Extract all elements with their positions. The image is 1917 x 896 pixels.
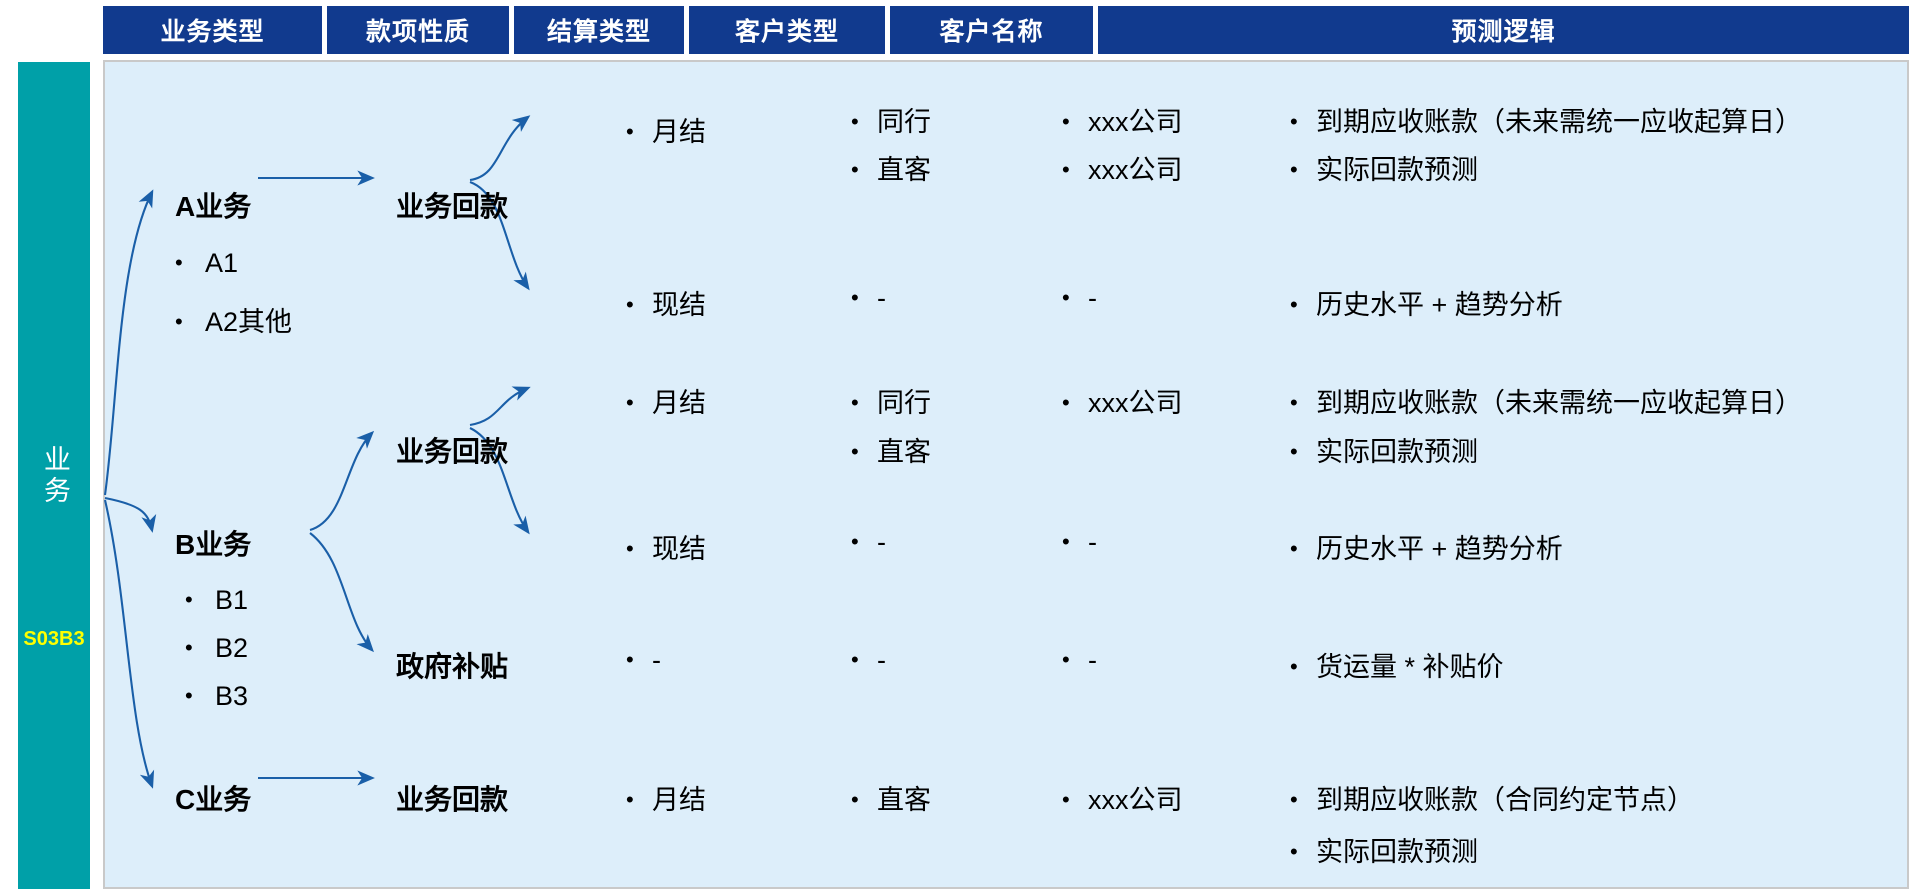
customer-name-value: - xyxy=(1062,645,1097,676)
sidebar-business: 业务 S03B3 xyxy=(18,62,90,889)
column-header-business-type: 业务类型 xyxy=(103,6,322,54)
settlement-type-value: 月结 xyxy=(626,778,706,817)
prediction-logic-value: 历史水平 + 趋势分析 xyxy=(1290,283,1563,322)
business-sub-item-b3: B3 xyxy=(185,681,248,712)
prediction-logic-value: 历史水平 + 趋势分析 xyxy=(1290,527,1563,566)
payment-nature-node-a-receivable[interactable]: 业务回款 xyxy=(396,191,509,222)
customer-type-value: 同行 xyxy=(851,100,931,139)
customer-name-value: xxx公司 xyxy=(1062,778,1183,817)
column-header-customer-name: 客户名称 xyxy=(890,6,1093,54)
payment-nature-node-b-subsidy[interactable]: 政府补贴 xyxy=(396,651,509,682)
business-type-node-a[interactable]: A业务 xyxy=(175,191,252,222)
sidebar-label: 业务 xyxy=(39,444,70,507)
business-type-node-c[interactable]: C业务 xyxy=(175,784,252,815)
payment-nature-node-c-receivable[interactable]: 业务回款 xyxy=(396,784,509,815)
settlement-type-value: 月结 xyxy=(626,110,706,149)
settlement-type-value: 现结 xyxy=(626,283,706,322)
column-header-label: 预测逻辑 xyxy=(1451,18,1556,46)
settlement-type-value: 月结 xyxy=(626,381,706,420)
column-header-label: 款项性质 xyxy=(365,18,470,46)
prediction-logic-value: 到期应收账款（未来需统一应收起算日） xyxy=(1290,100,1802,139)
customer-type-value: - xyxy=(851,645,886,676)
column-header-customer-type: 客户类型 xyxy=(689,6,885,54)
column-header-label: 业务类型 xyxy=(160,18,265,46)
customer-name-value: - xyxy=(1062,527,1097,558)
column-header-label: 客户名称 xyxy=(939,18,1044,46)
prediction-logic-value: 到期应收账款（合同约定节点） xyxy=(1290,778,1694,817)
settlement-type-value: - xyxy=(626,645,661,676)
customer-name-value: - xyxy=(1062,283,1097,314)
column-header-label: 客户类型 xyxy=(734,18,839,46)
payment-nature-node-b-receivable[interactable]: 业务回款 xyxy=(396,436,509,467)
customer-name-value: xxx公司 xyxy=(1062,381,1183,420)
business-sub-item-a2: A2其他 xyxy=(175,300,292,339)
business-sub-item-b2: B2 xyxy=(185,633,248,664)
prediction-logic-value: 实际回款预测 xyxy=(1290,830,1478,869)
prediction-logic-value: 实际回款预测 xyxy=(1290,430,1478,469)
column-header-payment-nature: 款项性质 xyxy=(327,6,509,54)
business-sub-item-b1: B1 xyxy=(185,585,248,616)
customer-type-value: - xyxy=(851,283,886,314)
prediction-logic-value: 到期应收账款（未来需统一应收起算日） xyxy=(1290,381,1802,420)
customer-name-value: xxx公司 xyxy=(1062,100,1183,139)
column-header-settlement-type: 结算类型 xyxy=(514,6,684,54)
customer-type-value: 直客 xyxy=(851,430,931,469)
customer-type-value: 直客 xyxy=(851,148,931,187)
business-type-node-b[interactable]: B业务 xyxy=(175,529,252,560)
diagram-panel xyxy=(103,60,1909,889)
customer-type-value: 同行 xyxy=(851,381,931,420)
column-header-prediction-logic: 预测逻辑 xyxy=(1098,6,1909,54)
prediction-logic-value: 实际回款预测 xyxy=(1290,148,1478,187)
table-header-row: 业务类型 款项性质 结算类型 客户类型 客户名称 预测逻辑 xyxy=(0,6,1917,54)
customer-type-value: 直客 xyxy=(851,778,931,817)
customer-type-value: - xyxy=(851,527,886,558)
business-sub-item-a1: A1 xyxy=(175,248,238,279)
customer-name-value: xxx公司 xyxy=(1062,148,1183,187)
column-header-label: 结算类型 xyxy=(546,18,651,46)
settlement-type-value: 现结 xyxy=(626,527,706,566)
sidebar-code-label: S03B3 xyxy=(23,628,85,650)
prediction-logic-value: 货运量 * 补贴价 xyxy=(1290,645,1504,684)
